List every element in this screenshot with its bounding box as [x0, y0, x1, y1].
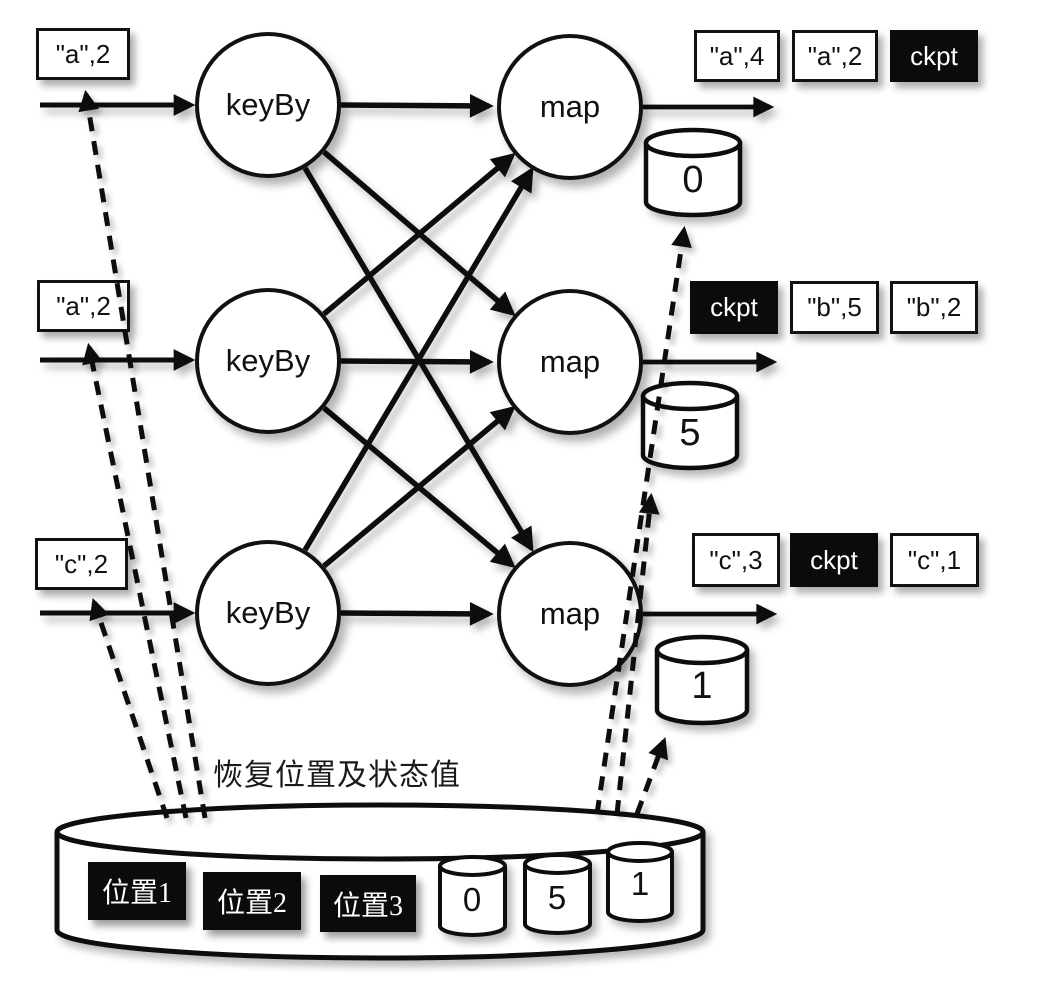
- shuffle-arrow-k3-m2: [322, 405, 516, 569]
- shuffle-arrow-k2-m1: [322, 152, 516, 317]
- shuffle-arrow-k1-m1: [340, 93, 494, 118]
- output-record-box: "c",3: [692, 533, 780, 587]
- recovery-caption: 恢复位置及状态值: [213, 759, 461, 792]
- map-node-2: map: [497, 289, 643, 435]
- stored-state-value-5: 5: [547, 879, 567, 916]
- state-cylinder-0: [643, 127, 743, 218]
- stored-state-cylinder-1: [606, 841, 674, 923]
- map-node-1: map: [497, 34, 643, 180]
- output-record-box: "c",1: [890, 533, 979, 587]
- stored-state-cylinder-0: [438, 855, 507, 937]
- input-record-box-2: "a",2: [37, 280, 130, 332]
- output-record-box: "b",5: [790, 281, 879, 334]
- keyby-node-2: keyBy: [195, 288, 341, 434]
- position-box-1: 位置1: [88, 862, 186, 920]
- stored-state-cylinder-5: [523, 853, 592, 935]
- checkpoint-barrier-box: ckpt: [690, 281, 778, 334]
- stored-state-value-1: 1: [630, 865, 650, 902]
- stored-state-value-0: 0: [462, 881, 482, 918]
- keyby-node-3: keyBy: [195, 540, 341, 686]
- output-record-box: "a",2: [792, 30, 878, 82]
- map-node-3: map: [497, 541, 643, 687]
- input-record-box-3: "c",2: [35, 538, 128, 590]
- input-record-box-1: "a",2: [36, 28, 130, 80]
- position-box-3: 位置3: [320, 875, 416, 932]
- output-record-box: "a",4: [694, 30, 780, 82]
- state-value-1: 0: [682, 159, 704, 201]
- output-record-box: "b",2: [890, 281, 978, 334]
- state-value-3: 1: [691, 665, 713, 707]
- keyby-node-1: keyBy: [195, 32, 341, 178]
- state-value-2: 5: [679, 412, 701, 454]
- position-box-2: 位置2: [203, 872, 301, 930]
- shuffle-arrow-k3-m1: [302, 166, 534, 552]
- shuffle-arrow-k3-m3: [340, 601, 494, 626]
- checkpoint-barrier-box: ckpt: [890, 30, 978, 82]
- storage-cylinder-top: [54, 802, 706, 862]
- checkpoint-barrier-box: ckpt: [790, 533, 878, 587]
